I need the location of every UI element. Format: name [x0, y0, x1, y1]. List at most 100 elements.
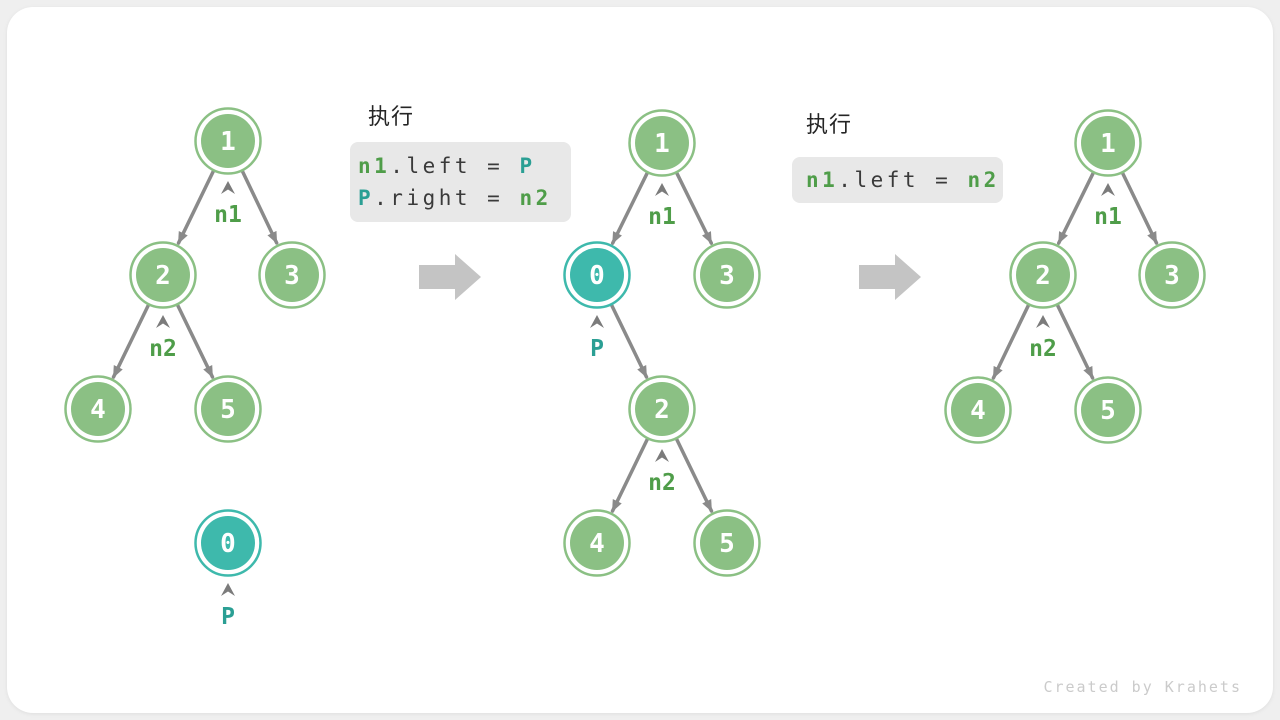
- node-circle: [1081, 383, 1135, 437]
- tree-node-3: 3: [258, 241, 326, 309]
- node-value: 1: [220, 127, 236, 157]
- node-value: 2: [654, 395, 670, 425]
- tree-node-3: 3: [693, 241, 761, 309]
- code-token: .left =: [838, 168, 968, 192]
- node-value: 5: [220, 395, 236, 425]
- pointer-label: n1: [1094, 204, 1122, 230]
- pointer-up-icon: [156, 315, 170, 328]
- node-circle: [1081, 116, 1135, 170]
- node-circle: [71, 382, 125, 436]
- node-value: 1: [1100, 129, 1116, 159]
- pointer-up-icon: [1101, 183, 1115, 196]
- tree-edge: [610, 437, 650, 513]
- node-value: 4: [90, 395, 106, 425]
- node-value: 2: [155, 261, 171, 291]
- tree-edge: [240, 169, 279, 245]
- pointer-up-icon: [655, 449, 669, 462]
- execute-label: 执行: [806, 112, 853, 137]
- tree-edge: [111, 303, 151, 379]
- node-circle: [700, 516, 754, 570]
- code-token: .right =: [374, 186, 520, 210]
- transition-arrow-icon: [859, 254, 921, 300]
- pointer-label: n1: [214, 202, 242, 228]
- pointer-label: n2: [149, 336, 177, 362]
- node-value: 0: [220, 529, 236, 559]
- code-token: P: [519, 154, 536, 178]
- code-token: n1: [806, 168, 839, 192]
- tree-node-1: 1 n1: [1074, 109, 1142, 230]
- node-circle: [201, 382, 255, 436]
- tree-node-2: 2 n2: [628, 375, 696, 496]
- node-value: 5: [1100, 396, 1116, 426]
- tree-edge: [609, 303, 649, 379]
- pointer-up-icon: [655, 183, 669, 196]
- node-value: 1: [654, 129, 670, 159]
- pointer-label: n1: [648, 204, 676, 230]
- node-circle: [635, 116, 689, 170]
- tree-node-2: 2 n2: [129, 241, 197, 362]
- node-value: 3: [1164, 261, 1180, 291]
- node-value: 2: [1035, 261, 1051, 291]
- tree-node-3: 3: [1138, 241, 1206, 309]
- node-circle: [201, 114, 255, 168]
- pointer-label: P: [590, 336, 604, 362]
- execute-label: 执行: [368, 104, 415, 129]
- tree-edge: [176, 169, 216, 245]
- node-circle: [635, 382, 689, 436]
- code-token: n1: [358, 154, 391, 178]
- pointer-label: n2: [1029, 336, 1057, 362]
- pointer-up-icon: [1036, 315, 1050, 328]
- pointer-up-icon: [221, 181, 235, 194]
- code-token: P: [358, 186, 375, 210]
- tree-edge: [675, 171, 714, 245]
- node-value: 5: [719, 529, 735, 559]
- node-value: 3: [284, 261, 300, 291]
- watermark-credit: Created by Krahets: [1043, 678, 1242, 696]
- tree-edge: [1055, 303, 1095, 380]
- pointer-up-icon: [221, 583, 235, 596]
- pointer-up-icon: [590, 315, 604, 328]
- tree-node-0: 0P: [194, 509, 262, 630]
- code-token: n2: [967, 168, 1000, 192]
- node-circle: [1016, 248, 1070, 302]
- tree-edge: [1120, 171, 1159, 245]
- node-value: 4: [970, 396, 986, 426]
- node-value: 0: [589, 261, 605, 291]
- node-circle: [951, 383, 1005, 437]
- tree-node-4: 4: [64, 375, 132, 443]
- code-snippet-box: n1.left = n2: [792, 157, 1003, 203]
- code-line: n1.left = P: [358, 150, 571, 182]
- tree-edge: [610, 171, 649, 245]
- code-line: P.right = n2: [358, 182, 571, 214]
- code-line: n1.left = n2: [806, 164, 1003, 196]
- code-token: n2: [519, 186, 552, 210]
- tree-node-5: 5: [1074, 376, 1142, 444]
- tree-node-1: 1 n1: [194, 107, 262, 228]
- pointer-label: P: [221, 604, 235, 630]
- tree-node-5: 5: [693, 509, 761, 577]
- node-circle: [265, 248, 319, 302]
- node-value: 4: [589, 529, 605, 559]
- pointer-label: n2: [648, 470, 676, 496]
- node-circle: [570, 248, 624, 302]
- tree-edge: [674, 437, 714, 513]
- node-circle: [700, 248, 754, 302]
- tree-node-1: 1 n1: [628, 109, 696, 230]
- node-circle: [570, 516, 624, 570]
- tree-node-0: 0P: [563, 241, 631, 362]
- tree-node-4: 4: [563, 509, 631, 577]
- tree-removed: 1 n1 2 n2 3 4 5: [944, 109, 1206, 444]
- tree-node-4: 4: [944, 376, 1012, 444]
- tree-node-2: 2 n2: [1009, 241, 1077, 362]
- code-token: .left =: [390, 154, 520, 178]
- tree-edge: [1056, 171, 1095, 245]
- tree-edge: [991, 303, 1031, 380]
- node-circle: [201, 516, 255, 570]
- transition-arrow-icon: [419, 254, 481, 300]
- tree-node-5: 5: [194, 375, 262, 443]
- node-circle: [1145, 248, 1199, 302]
- node-value: 3: [719, 261, 735, 291]
